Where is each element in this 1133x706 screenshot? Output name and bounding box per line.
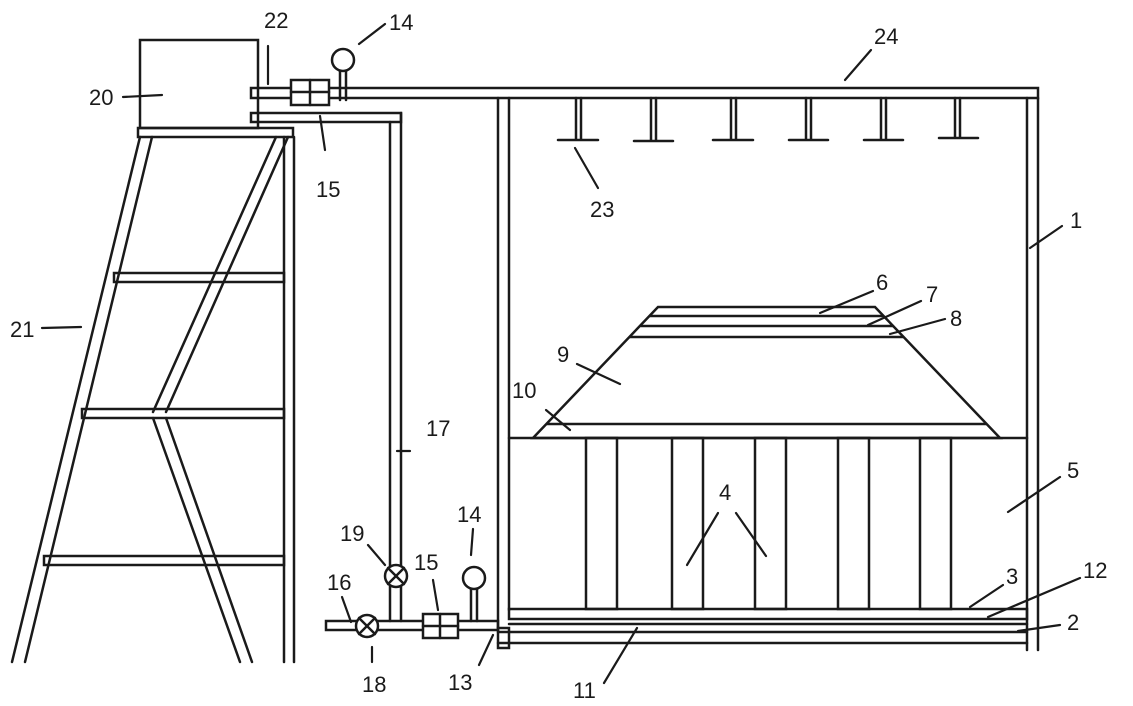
water-tank — [138, 38, 260, 130]
label-14-bottom: 14 — [457, 502, 481, 527]
label-21: 21 — [10, 317, 34, 342]
label-23: 23 — [590, 197, 614, 222]
bottom-pipe — [324, 619, 500, 632]
label-15-bottom: 15 — [414, 550, 438, 575]
flow-meter-bottom — [421, 612, 460, 640]
label-1: 1 — [1070, 208, 1082, 233]
label-2: 2 — [1067, 610, 1079, 635]
pressure-gauge-top — [330, 47, 356, 102]
label-15-top: 15 — [316, 177, 340, 202]
leader-lines — [40, 22, 1082, 685]
label-7: 7 — [926, 282, 938, 307]
valve-19 — [383, 563, 409, 589]
label-12: 12 — [1083, 558, 1107, 583]
label-22: 22 — [264, 8, 288, 33]
label-16: 16 — [327, 570, 351, 595]
flow-meter-top — [289, 78, 331, 107]
label-3: 3 — [1006, 564, 1018, 589]
pressure-gauge-bottom — [461, 565, 487, 623]
top-pipe — [249, 86, 1040, 124]
label-9: 9 — [557, 342, 569, 367]
label-8: 8 — [950, 306, 962, 331]
base-plates — [496, 607, 1029, 650]
label-17: 17 — [426, 416, 450, 441]
label-4: 4 — [719, 480, 731, 505]
valve-18 — [354, 613, 380, 639]
label-18: 18 — [362, 672, 386, 697]
ladder-stand — [10, 126, 296, 664]
label-19: 19 — [340, 521, 364, 546]
label-24: 24 — [874, 24, 898, 49]
label-13: 13 — [448, 670, 472, 695]
columns — [584, 436, 953, 611]
label-11: 11 — [573, 678, 596, 703]
label-10: 10 — [512, 378, 536, 403]
spray-nozzles — [556, 96, 980, 143]
label-5: 5 — [1067, 458, 1079, 483]
label-14-top: 14 — [389, 10, 413, 35]
label-20: 20 — [89, 85, 113, 110]
label-6: 6 — [876, 270, 888, 295]
number-labels: 1 2 3 4 5 6 7 8 9 10 11 12 13 14 14 15 1… — [10, 8, 1107, 703]
vertical-pipe — [388, 111, 403, 623]
slope-model — [530, 305, 1003, 440]
frame — [496, 96, 1040, 652]
